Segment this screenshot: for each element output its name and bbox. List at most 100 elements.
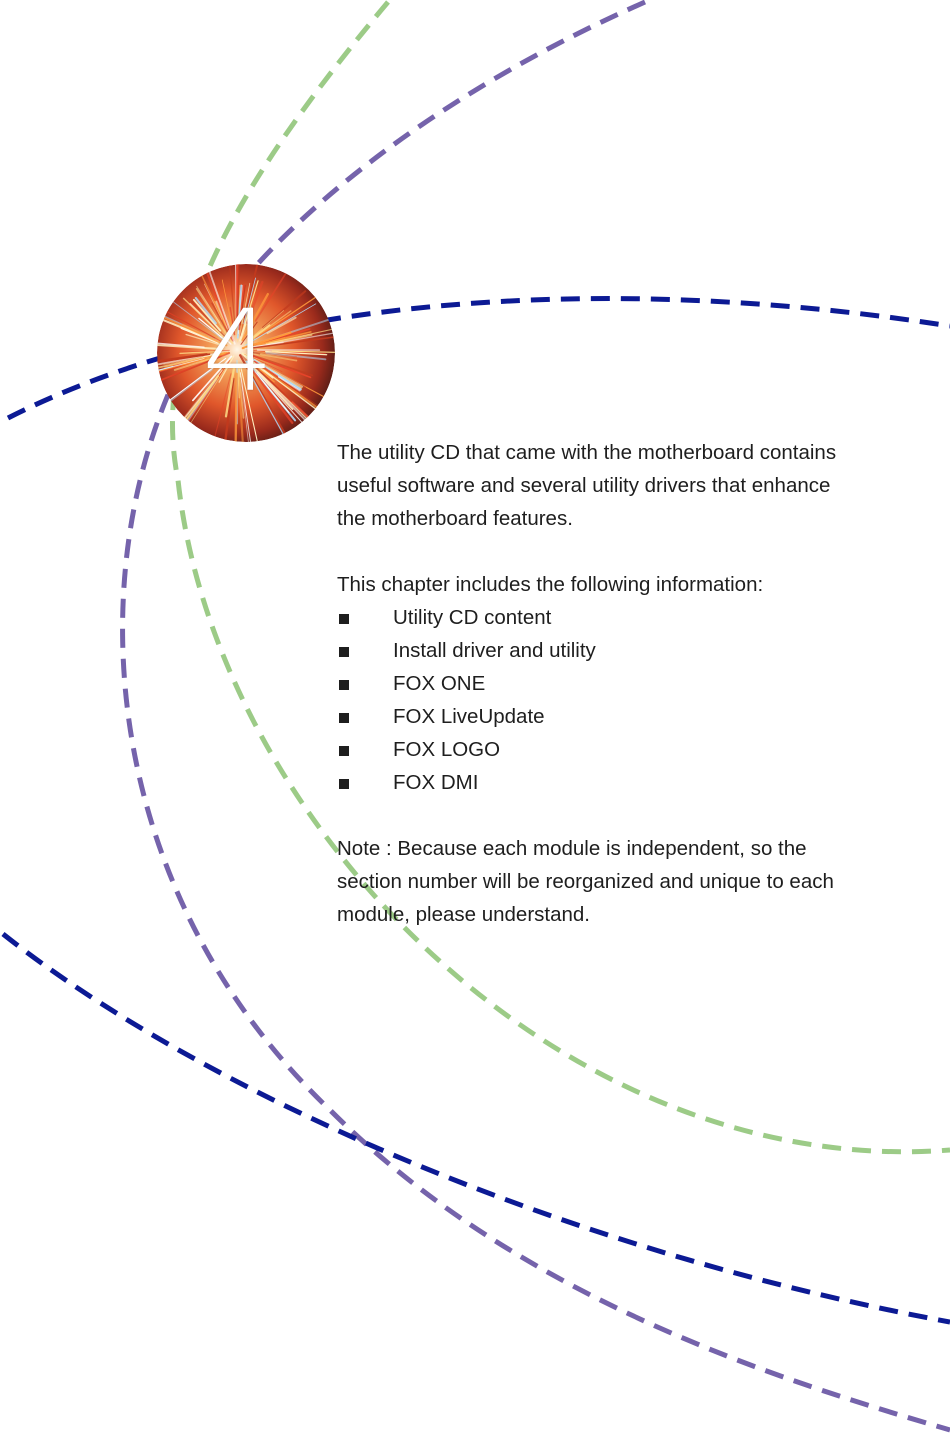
burst-ray <box>157 352 231 383</box>
burst-ray <box>263 369 335 425</box>
note-line: Note : Because each module is independen… <box>337 837 807 860</box>
burst-ray <box>243 277 256 325</box>
burst-ray <box>239 264 258 337</box>
list-item-label: Utility CD content <box>393 606 552 629</box>
list-item-label: FOX DMI <box>393 771 479 794</box>
list-item-label: FOX ONE <box>393 672 486 695</box>
burst-ray <box>237 264 240 317</box>
burst-ray <box>185 333 223 346</box>
burst-ray <box>265 350 328 356</box>
burst-ray <box>205 264 236 345</box>
green-dashed-arc <box>170 0 950 1155</box>
burst-ray <box>182 297 228 342</box>
burst-ray <box>224 377 235 442</box>
burst-image <box>157 264 335 442</box>
burst-ray <box>248 361 316 428</box>
list-item: Install driver and utility <box>337 634 897 667</box>
burst-ray <box>229 306 236 336</box>
navy-dashed-arc-lower <box>1 932 950 1325</box>
square-bullet-icon <box>339 647 349 657</box>
navy-dashed-arc-upper <box>6 296 950 421</box>
list-item: FOX LOGO <box>337 733 897 766</box>
burst-ray <box>157 289 224 340</box>
burst-ray <box>246 360 294 410</box>
burst-ray <box>191 300 227 339</box>
burst-ray <box>240 366 259 442</box>
burst-ray <box>247 359 293 402</box>
burst-ray <box>271 350 335 353</box>
burst-ray <box>252 354 314 377</box>
burst-ray <box>168 375 219 442</box>
square-bullet-icon <box>339 614 349 624</box>
burst-ray <box>228 264 236 331</box>
burst-ray <box>198 317 225 340</box>
note-line: section number will be reorganized and u… <box>337 870 834 893</box>
burst-ray <box>157 352 223 366</box>
burst-ray <box>256 372 311 432</box>
burst-ray <box>192 298 222 332</box>
burst-ray <box>259 331 312 346</box>
burst-ray <box>177 363 227 426</box>
list-item-label: Install driver and utility <box>393 639 596 662</box>
burst-ray <box>241 292 269 342</box>
burst-ray <box>249 354 312 379</box>
note-line: module, please understand. <box>337 903 591 926</box>
list-item: FOX DMI <box>337 766 897 799</box>
list-item-label: FOX LiveUpdate <box>393 705 545 728</box>
burst-ray <box>243 264 259 319</box>
burst-ray <box>245 280 264 324</box>
burst-ray <box>248 355 283 372</box>
burst-ray <box>259 366 335 422</box>
list-item: FOX ONE <box>337 667 897 700</box>
burst-ray <box>255 313 294 339</box>
list-item: FOX LiveUpdate <box>337 700 897 733</box>
burst-ray <box>248 359 275 383</box>
burst-ray <box>157 353 208 363</box>
intro-line: The utility CD that came with the mother… <box>337 441 837 464</box>
burst-ray <box>254 271 288 322</box>
burst-ray <box>195 287 234 344</box>
square-bullet-icon <box>339 680 349 690</box>
burst-ray <box>249 310 285 340</box>
burst-ray <box>179 350 215 355</box>
burst-ray <box>211 302 231 338</box>
list-item-label: FOX LOGO <box>393 738 501 761</box>
burst-ray <box>195 264 226 326</box>
burst-ray <box>250 375 287 439</box>
purple-dashed-arc <box>120 0 950 1433</box>
burst-ray <box>248 350 297 358</box>
burst-ray <box>268 333 313 345</box>
burst-ray <box>241 282 251 325</box>
burst-ray <box>266 316 297 335</box>
burst-ray <box>238 284 245 331</box>
burst-ray <box>181 349 230 353</box>
burst-ray <box>224 365 236 418</box>
burst-ray <box>173 354 220 371</box>
intro-line: the motherboard features. <box>337 507 573 530</box>
burst-ray <box>241 331 292 350</box>
burst-ray <box>239 306 252 342</box>
burst-ray <box>188 357 233 426</box>
chapter-number: 4 <box>202 287 274 417</box>
list-heading: This chapter includes the following info… <box>337 573 764 596</box>
burst-ray <box>237 376 244 442</box>
square-bullet-icon <box>339 713 349 723</box>
burst-ray <box>157 358 205 372</box>
square-bullet-icon <box>339 746 349 756</box>
burst-ray <box>239 372 252 442</box>
burst-ray <box>259 353 298 362</box>
burst-ray <box>157 305 224 343</box>
burst-ray <box>237 362 245 419</box>
burst-ray <box>258 283 335 336</box>
burst-ray <box>238 354 288 437</box>
burst-ray <box>157 313 228 347</box>
burst-ray <box>244 303 317 346</box>
list-item: Utility CD content <box>337 601 897 634</box>
burst-ray <box>157 344 220 350</box>
burst-ray <box>157 316 225 346</box>
topic-list: Utility CD content Install driver and ut… <box>337 601 897 799</box>
burst-ray <box>167 357 227 403</box>
burst-ray <box>262 290 307 329</box>
chapter-intro: The utility CD that came with the mother… <box>337 436 897 931</box>
burst-ray <box>196 285 221 324</box>
